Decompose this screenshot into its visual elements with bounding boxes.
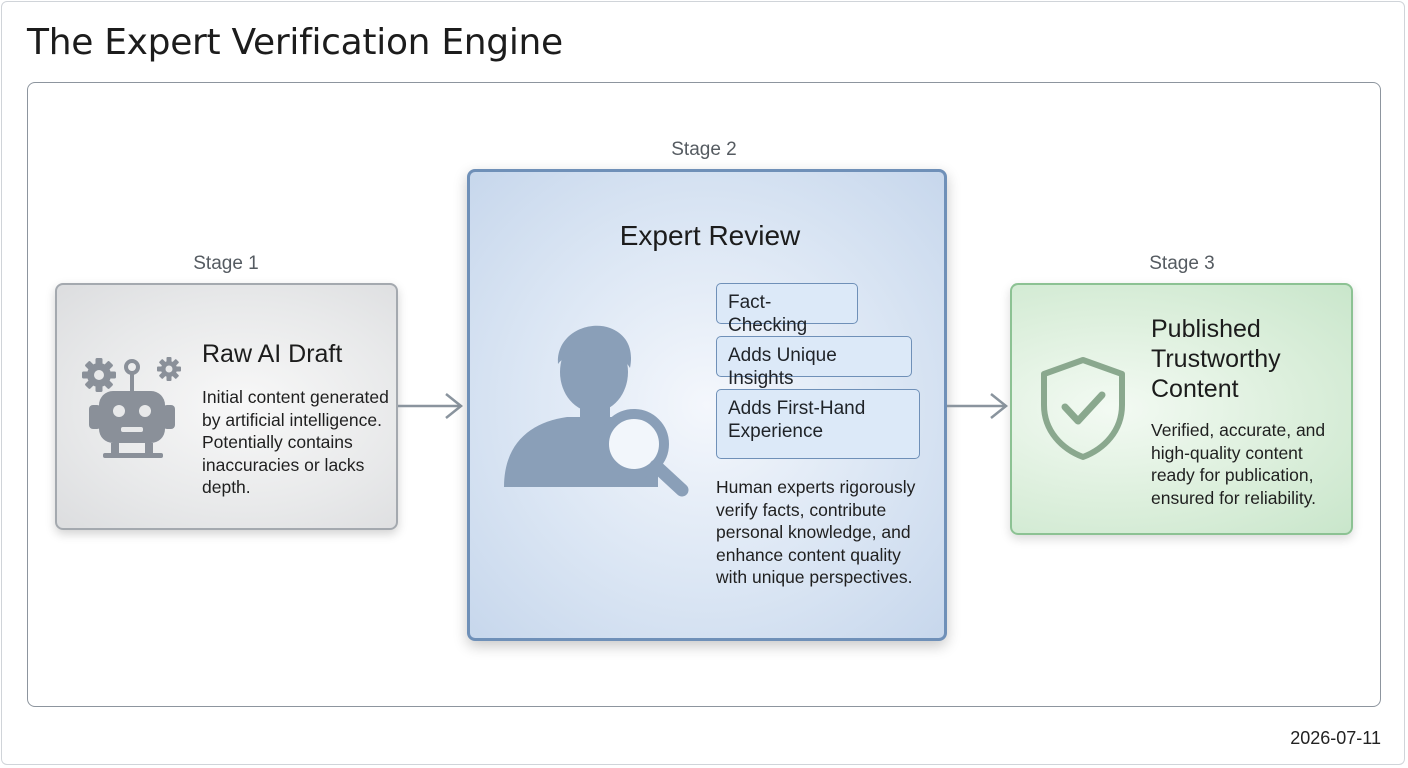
published-content-title: Published Trustworthy Content <box>1151 315 1281 403</box>
published-content-card: Published Trustworthy Content Verified, … <box>1010 283 1353 535</box>
arrow-stage-1-to-2 <box>398 393 464 419</box>
tag-adds-first-hand-experience: Adds First-Hand Experience <box>716 389 920 459</box>
expert-review-title: Expert Review <box>619 220 801 251</box>
published-content-description: Verified, accurate, and high-quality con… <box>1151 420 1326 508</box>
expert-magnifier-icon <box>504 325 689 497</box>
expert-review-card: Expert Review Fact-Checking Adds Unique … <box>467 169 947 641</box>
stage-2-label: Stage 2 <box>671 139 737 160</box>
expert-review-description: Human experts rigorously verify facts, c… <box>716 477 916 587</box>
shield-check-icon <box>1041 357 1125 460</box>
diagram-frame <box>27 82 1381 707</box>
arrow-stage-2-to-3 <box>947 393 1009 419</box>
tag-fact-checking: Fact-Checking <box>716 283 858 336</box>
raw-ai-draft-description: Initial content generated by artificial … <box>202 387 389 497</box>
raw-ai-draft-card: Raw AI Draft Initial content generated b… <box>55 283 398 530</box>
tag-adds-unique-insights: Adds Unique Insights <box>716 336 912 389</box>
stage-3-label: Stage 3 <box>1149 253 1215 274</box>
stage-1-label: Stage 1 <box>193 253 259 274</box>
page-title: The Expert Verification Engine <box>27 22 563 63</box>
raw-ai-draft-title: Raw AI Draft <box>202 340 343 368</box>
date-stamp: 2026-07-11 <box>1290 728 1381 748</box>
robot-icon <box>82 357 181 458</box>
